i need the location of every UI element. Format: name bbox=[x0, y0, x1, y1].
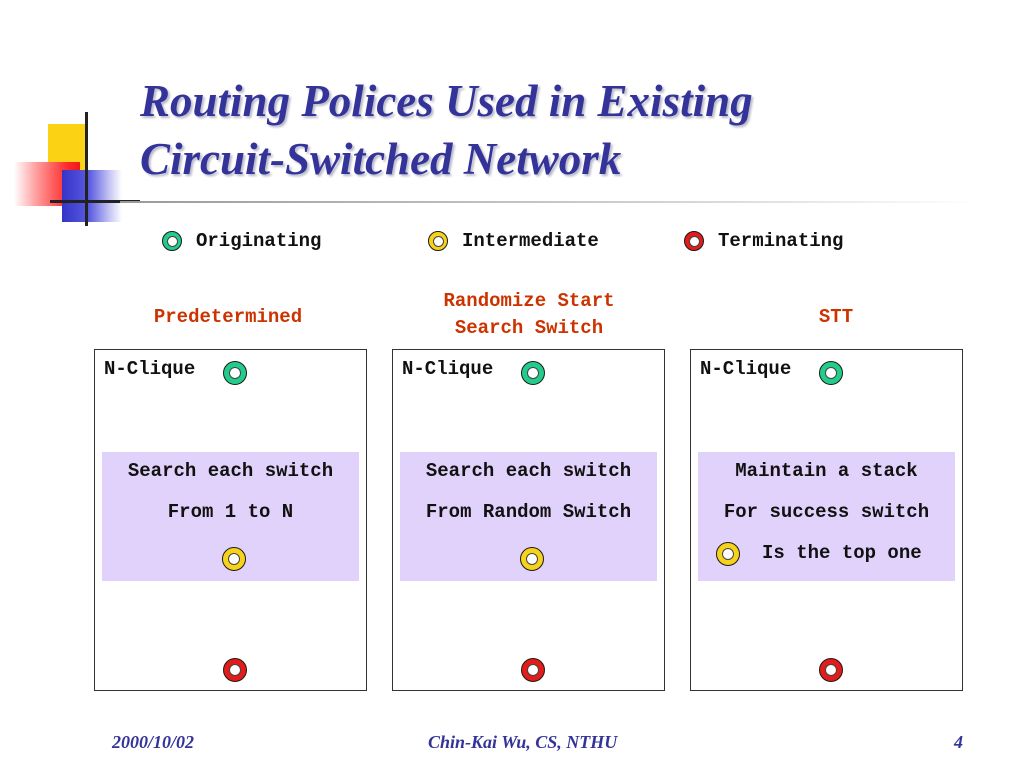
clique-label: N-Clique bbox=[402, 358, 494, 380]
description-line-1: Search each switch bbox=[127, 460, 334, 482]
description-line-1: Maintain a stack bbox=[735, 460, 918, 482]
description-box: Maintain a stack For success switch Is t… bbox=[698, 452, 955, 581]
legend-originating: Originating bbox=[162, 228, 321, 254]
intermediate-node-icon bbox=[716, 542, 740, 566]
stack-top-row: Is the top one bbox=[698, 542, 955, 568]
heading-randomize-line-2: Search Switch bbox=[454, 317, 604, 339]
intermediate-node-icon bbox=[428, 231, 448, 251]
legend-terminating-label: Terminating bbox=[718, 230, 844, 252]
decorative-blue-square bbox=[62, 170, 122, 222]
footer-date: 2000/10/02 bbox=[112, 732, 195, 752]
legend-terminating: Terminating bbox=[684, 228, 843, 254]
terminating-node-icon bbox=[521, 658, 545, 682]
title-underline bbox=[120, 201, 980, 203]
heading-stt: STT bbox=[818, 306, 854, 328]
description-line-3: Is the top one bbox=[762, 542, 922, 564]
decorative-vertical-line bbox=[85, 112, 88, 226]
description-line-2: From Random Switch bbox=[425, 501, 632, 523]
slide-title: Routing Polices Used in Existing Circuit… bbox=[140, 72, 980, 188]
terminating-node-icon bbox=[819, 658, 843, 682]
footer-page-number: 4 bbox=[954, 732, 963, 752]
description-line-2: From 1 to N bbox=[167, 501, 294, 523]
legend-originating-label: Originating bbox=[196, 230, 322, 252]
slide-title-line-2: Circuit-Switched Network bbox=[140, 134, 622, 184]
footer-author: Chin-Kai Wu, CS, NTHU bbox=[428, 732, 618, 752]
description-line-1: Search each switch bbox=[425, 460, 632, 482]
panel-predetermined: N-Clique Search each switch From 1 to N bbox=[94, 349, 367, 691]
description-line-2: For success switch bbox=[723, 501, 930, 523]
description-box: Search each switch From Random Switch bbox=[400, 452, 657, 581]
intermediate-node-icon bbox=[520, 547, 544, 571]
originating-node-icon bbox=[819, 361, 843, 385]
heading-predetermined: Predetermined bbox=[153, 306, 303, 328]
slide-title-line-1: Routing Polices Used in Existing bbox=[140, 76, 753, 126]
originating-node-icon bbox=[162, 231, 182, 251]
panel-stt: N-Clique Maintain a stack For success sw… bbox=[690, 349, 963, 691]
panel-randomize-start: N-Clique Search each switch From Random … bbox=[392, 349, 665, 691]
legend-intermediate: Intermediate bbox=[428, 228, 599, 254]
originating-node-icon bbox=[521, 361, 545, 385]
terminating-node-icon bbox=[684, 231, 704, 251]
intermediate-node-icon bbox=[222, 547, 246, 571]
heading-randomize-start: Randomize Start Search Switch bbox=[390, 288, 668, 342]
clique-label: N-Clique bbox=[104, 358, 196, 380]
terminating-node-icon bbox=[223, 658, 247, 682]
description-box: Search each switch From 1 to N bbox=[102, 452, 359, 581]
clique-label: N-Clique bbox=[700, 358, 792, 380]
originating-node-icon bbox=[223, 361, 247, 385]
decorative-horizontal-line bbox=[50, 200, 140, 203]
heading-randomize-line-1: Randomize Start bbox=[443, 290, 615, 312]
legend-intermediate-label: Intermediate bbox=[462, 230, 599, 252]
